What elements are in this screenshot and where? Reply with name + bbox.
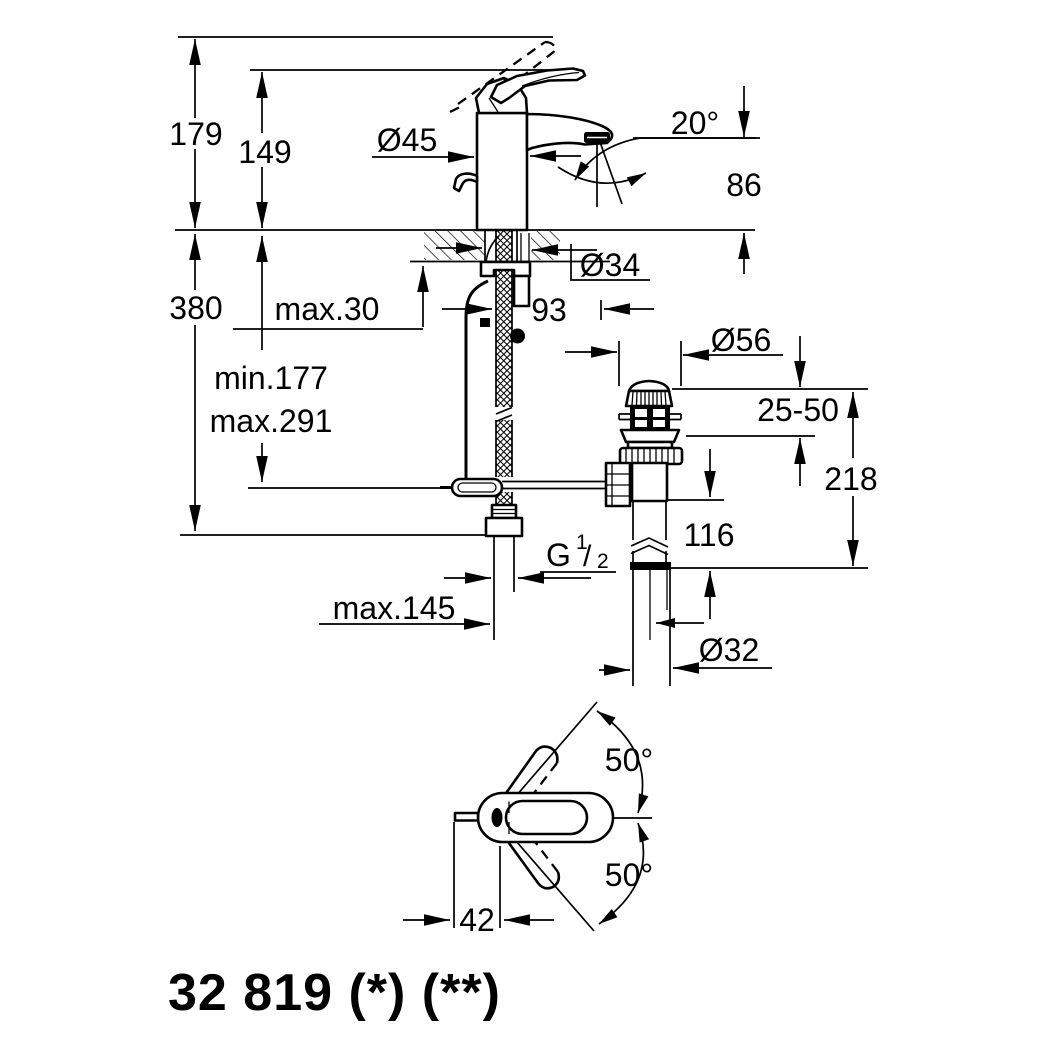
dim-179-label: 179 bbox=[169, 116, 222, 152]
stream-ray-angled bbox=[599, 141, 623, 205]
swivel-arc-upper bbox=[596, 710, 649, 814]
hose-end-neck bbox=[490, 503, 518, 520]
pop-up-waste-assembly: Ø56 25-50 218 116 Ø32 bbox=[565, 322, 878, 686]
dim-angle20: 20° bbox=[574, 105, 760, 181]
tailpipe-upper bbox=[632, 501, 667, 540]
dim-max30-label: max.30 bbox=[275, 291, 380, 327]
dim-218: 218 bbox=[824, 392, 878, 566]
waste-tee-body bbox=[630, 461, 669, 503]
top-view: 50° 50° 42 bbox=[403, 701, 653, 938]
deck-hatch-right bbox=[531, 231, 560, 260]
pop-up-knob bbox=[452, 172, 479, 193]
spout-top-slot bbox=[504, 799, 589, 836]
dim-50-lower-label: 50° bbox=[605, 857, 653, 893]
dim-max30: max.30 bbox=[233, 266, 429, 330]
dim-93-label: 93 bbox=[531, 292, 567, 328]
dim-218-label: 218 bbox=[824, 461, 877, 497]
dim-50-upper-label: 50° bbox=[605, 742, 653, 778]
dim-min177-max291: min.177 max.291 bbox=[210, 236, 333, 482]
mounting-nut bbox=[479, 260, 532, 278]
swivel-ray-lower bbox=[515, 840, 595, 932]
hose-dot bbox=[510, 328, 525, 344]
dim-max145: max.145 bbox=[319, 590, 490, 630]
dim-dia56-label: Ø56 bbox=[711, 322, 771, 358]
rod-eye bbox=[450, 477, 504, 498]
hose-nipple bbox=[512, 274, 531, 308]
dim-angle20-label: 20° bbox=[671, 105, 719, 141]
stream-angle-arc bbox=[557, 166, 647, 187]
dim-dia34-label: Ø34 bbox=[580, 247, 640, 283]
lever-open-dashed bbox=[449, 40, 558, 114]
dim-dia45-label: Ø45 bbox=[377, 122, 437, 158]
dim-25-50: 25-50 bbox=[757, 336, 839, 486]
dim-thread-label: G 1 / 2 bbox=[546, 531, 609, 573]
dim-116-label: 116 bbox=[683, 517, 734, 553]
dim-86: 86 bbox=[726, 86, 762, 274]
product-code: 32 819 (*) (**) bbox=[168, 964, 501, 1022]
reference-lines bbox=[175, 36, 755, 536]
hose-end-nut bbox=[484, 516, 524, 538]
dim-dia32-label: Ø32 bbox=[699, 632, 759, 668]
dim-149: 149 bbox=[238, 72, 292, 228]
dim-dia34: Ø34 bbox=[436, 242, 650, 283]
dim-380-label: 380 bbox=[169, 290, 222, 326]
swivel-arc-lower bbox=[598, 822, 650, 925]
hose-clip bbox=[480, 318, 490, 327]
rod-pin-top-view bbox=[453, 811, 480, 822]
swivel-ray-upper bbox=[515, 701, 598, 797]
dim-42-label: 42 bbox=[459, 902, 495, 938]
dim-179: 179 bbox=[169, 39, 223, 228]
dim-93: 93 bbox=[442, 292, 654, 328]
lever-handle bbox=[489, 67, 587, 105]
dim-max291-label: max.291 bbox=[210, 403, 333, 439]
dim-25-50-label: 25-50 bbox=[757, 392, 839, 428]
dim-380: 380 bbox=[169, 234, 223, 531]
dim-dia56: Ø56 bbox=[565, 322, 783, 361]
side-view: 179 149 380 min.177 max.291 Ø45 20° bbox=[169, 36, 762, 640]
rod-eye-slot bbox=[457, 482, 497, 493]
supply-hose-and-shank bbox=[479, 231, 532, 640]
waste-locknut bbox=[618, 446, 684, 466]
dim-dia45: Ø45 bbox=[372, 122, 581, 163]
mixer-body bbox=[475, 111, 529, 232]
faucet-mixer bbox=[449, 40, 647, 232]
dim-g-half: G 1 / 2 bbox=[444, 531, 616, 584]
waste-pipe bbox=[632, 570, 671, 686]
horizontal-rod bbox=[502, 480, 606, 490]
braided-hose-upper bbox=[496, 231, 512, 407]
dim-86-label: 86 bbox=[726, 167, 762, 203]
waste-cap-dome bbox=[627, 379, 671, 393]
dim-dia32: Ø32 bbox=[599, 618, 772, 676]
deck-hatch-left bbox=[424, 231, 485, 260]
pop-up-rod bbox=[440, 279, 606, 498]
pipe-break bbox=[630, 537, 669, 556]
tailpipe-end bbox=[630, 562, 671, 570]
handle-swivel-lower-dashed bbox=[504, 829, 561, 890]
handle-swivel-upper-dashed bbox=[502, 745, 559, 807]
dim-116: 116 bbox=[683, 449, 735, 619]
dim-max145-label: max.145 bbox=[333, 590, 456, 626]
dim-min177-label: min.177 bbox=[214, 360, 328, 396]
waste-flange bbox=[619, 428, 681, 444]
cartridge-axis-dot bbox=[491, 808, 503, 827]
dim-149-label: 149 bbox=[238, 134, 291, 170]
supply-tube bbox=[493, 537, 515, 640]
dim-42: 42 bbox=[403, 822, 554, 938]
